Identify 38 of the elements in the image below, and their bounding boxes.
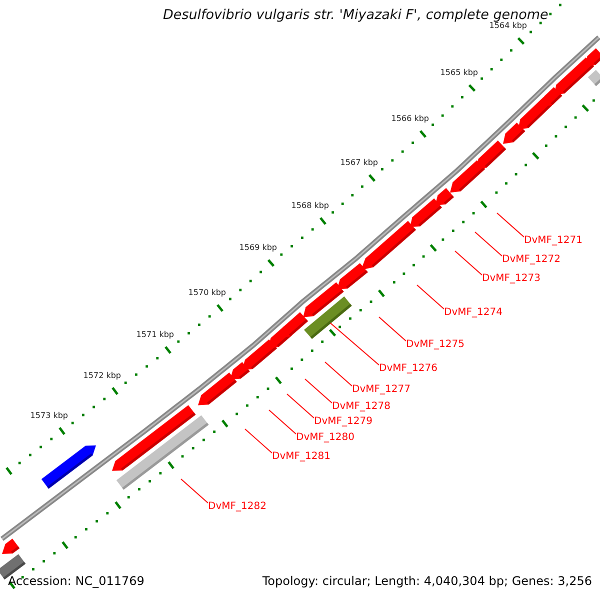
- accession-text: Accession: NC_011769: [8, 575, 144, 587]
- title: Desulfovibrio vulgaris str. 'Miyazaki F', complete genome: [163, 9, 548, 22]
- gene-label: DvMF_1280: [296, 433, 354, 443]
- leader-line: [474, 232, 502, 256]
- scale-label: 1567 kbp: [340, 159, 378, 167]
- genome-summary: Topology: circular; Length: 4,040,304 bp; Genes: 3,256: [262, 575, 592, 587]
- leader-line: [416, 284, 444, 310]
- leader-line: [324, 362, 352, 386]
- scale-label: 1572 kbp: [83, 372, 121, 380]
- scale-label: 1571 kbp: [136, 331, 174, 339]
- scale-label: 1568 kbp: [291, 202, 329, 210]
- gene-label: DvMF_1278: [332, 402, 390, 412]
- gene-label: DvMF_1272: [502, 255, 560, 265]
- leader-line: [244, 428, 272, 454]
- leader-line: [330, 322, 380, 366]
- leader-line: [286, 394, 314, 418]
- scale-label: 1565 kbp: [440, 69, 478, 77]
- leader-line: [378, 316, 406, 342]
- leader-line: [496, 212, 524, 238]
- gene-label: DvMF_1282: [208, 502, 266, 512]
- scale-label: 1570 kbp: [188, 289, 226, 297]
- scale-label: 1566 kbp: [391, 115, 429, 123]
- gene-label: DvMF_1279: [314, 417, 372, 427]
- gene-label: DvMF_1273: [482, 274, 540, 284]
- gene-label: DvMF_1274: [444, 308, 502, 318]
- scale-label: 1564 kbp: [489, 22, 527, 30]
- gene-label: DvMF_1281: [272, 452, 330, 462]
- leader-line: [180, 478, 208, 504]
- scale-label: 1573 kbp: [30, 412, 68, 420]
- gene-label: DvMF_1276: [379, 364, 438, 374]
- gene-bar: [304, 296, 352, 339]
- gene-label: DvMF_1275: [406, 340, 464, 350]
- scale-label: 1569 kbp: [239, 244, 277, 252]
- leader-line: [454, 250, 482, 276]
- leader-line: [304, 378, 332, 404]
- leader-line: [268, 410, 296, 434]
- gene-label: DvMF_1277: [352, 385, 410, 395]
- gene-label: DvMF_1271: [524, 236, 582, 246]
